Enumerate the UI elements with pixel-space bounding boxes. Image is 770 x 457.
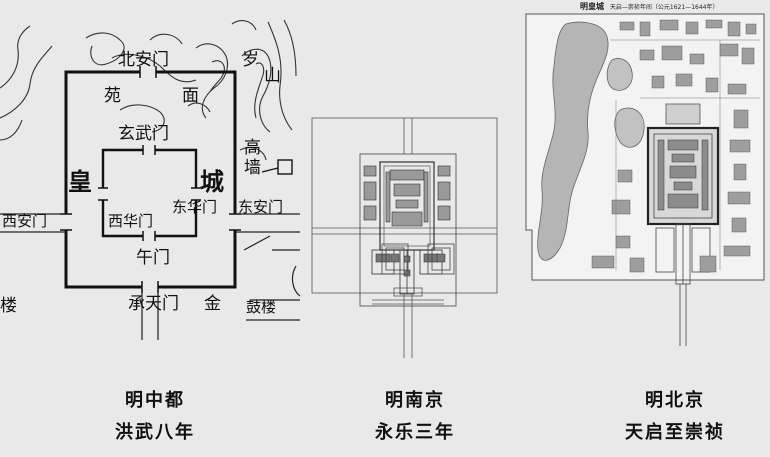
beijing-map-title: 明皇城 天启—崇祯年间（公元1621—1644年）	[580, 1, 718, 12]
label-jin: 金	[204, 294, 221, 314]
beijing-map-title-sub: 天启—崇祯年间（公元1621—1644年）	[609, 4, 719, 11]
nanjing-caption-era: 永乐三年	[375, 422, 455, 443]
nanjing-map-drawing	[311, 117, 498, 358]
label-gu: 鼓楼	[246, 298, 277, 316]
label-shan: 山	[264, 66, 281, 86]
label-xihua-gate: 西华门	[108, 212, 154, 230]
label-gao: 高	[244, 138, 261, 158]
label-xuanwu-gate: 玄武门	[118, 124, 169, 144]
beijing-map-title-main: 明皇城	[580, 2, 604, 11]
nanjing-caption-name: 明南京	[385, 390, 445, 411]
label-lou: 楼	[0, 296, 17, 316]
zhongdu-caption-name: 明中都	[125, 390, 185, 411]
label-mian: 面	[182, 86, 199, 106]
label-chengtian-gate: 承天门	[128, 294, 179, 314]
beijing-caption-name: 明北京	[645, 390, 705, 411]
beijing-caption-era: 天启至崇祯	[625, 422, 725, 443]
label-cheng: 城	[200, 168, 224, 196]
zhongdu-map-drawing	[0, 19, 300, 340]
zhongdu-caption: 明中都 洪武八年	[90, 392, 220, 442]
label-north-gate: 北安门	[118, 50, 169, 70]
label-xian-gate: 西安门	[2, 212, 48, 230]
label-yi: 岁	[242, 50, 259, 70]
label-qiang: 墙	[244, 158, 261, 178]
label-yuan: 苑	[104, 86, 121, 106]
nanjing-caption: 明南京 永乐三年	[350, 392, 480, 442]
label-huang: 皇	[68, 168, 92, 196]
zhongdu-plan: 北安门 岁 山 苑 面 玄武门 高 墙 皇 城 西安门 西华门 东华门 东安门 …	[0, 0, 300, 340]
zhongdu-caption-era: 洪武八年	[115, 422, 195, 443]
beijing-map-drawing	[525, 13, 765, 346]
label-donghua-gate: 东华门	[172, 198, 218, 216]
beijing-caption: 明北京 天启至崇祯	[600, 392, 750, 442]
label-dongan-gate: 东安门	[238, 198, 284, 216]
nanjing-plan	[300, 110, 510, 360]
label-wu-gate: 午门	[136, 248, 170, 268]
beijing-plan: 明皇城 天启—崇祯年间（公元1621—1644年）	[520, 0, 770, 350]
